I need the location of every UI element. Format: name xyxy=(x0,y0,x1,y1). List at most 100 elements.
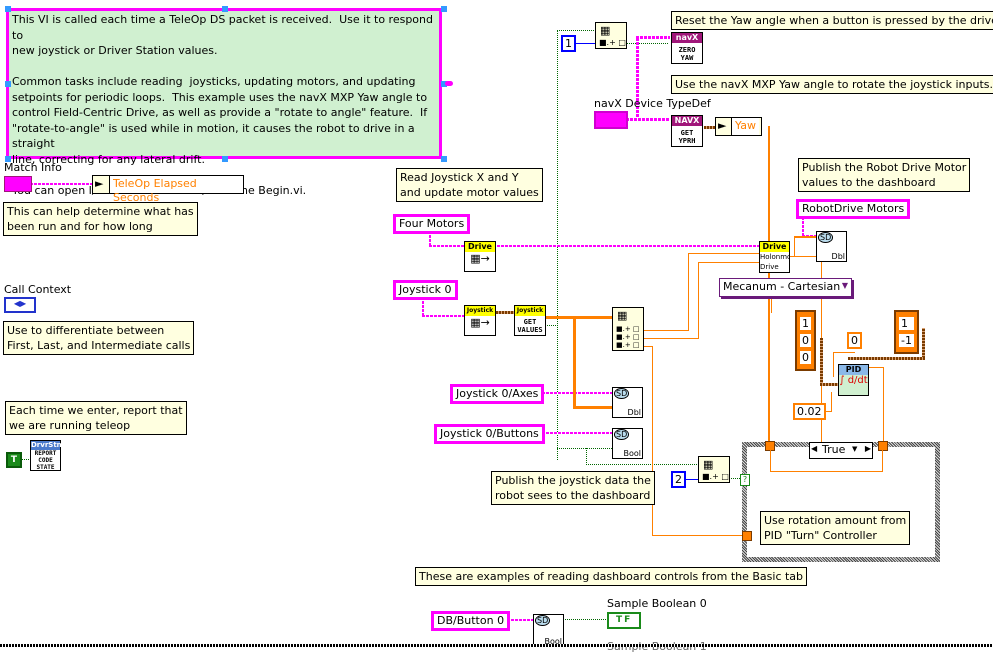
note-publish-motors[interactable]: Publish the Robot Drive Motor values to … xyxy=(798,158,971,192)
holonomic-drive-vi[interactable]: Drive Holonmc Drive xyxy=(759,241,790,273)
note-call-context[interactable]: Use to differentiate between First, Last… xyxy=(3,321,195,355)
dbl-wire xyxy=(698,262,699,339)
vi-body: Holonmc Drive xyxy=(760,253,789,271)
note-report-teleop[interactable]: Each time we enter, report that we are r… xyxy=(5,401,187,435)
structure-border xyxy=(0,644,993,647)
note-reset-yaw[interactable]: Reset the Yaw angle when a button is pre… xyxy=(671,11,993,30)
unbundle-yaw[interactable]: ► Yaw xyxy=(715,117,762,136)
sample-boolean-0-label: Sample Boolean 0 xyxy=(607,597,707,610)
pid-gain-d[interactable]: 0 xyxy=(799,350,812,365)
joystick-refnum-get-vi[interactable]: Joystick ▦→ xyxy=(464,305,496,336)
dropdown-arrow-icon[interactable]: ▼ xyxy=(841,281,848,290)
case-internal-wire xyxy=(882,450,883,472)
navx-typedef-terminal-icon[interactable] xyxy=(594,111,628,129)
boolean-wire xyxy=(627,43,669,44)
db-button-constant[interactable]: DB/Button 0 xyxy=(431,611,511,631)
true-constant[interactable]: T xyxy=(6,452,22,468)
dbl-wire xyxy=(652,346,653,536)
index-terminal: ■.+ □■.+ □■.+ □ xyxy=(616,325,640,349)
case-next-icon[interactable]: ▶ xyxy=(864,444,871,453)
robotdrive-motors-constant[interactable]: RobotDrive Motors xyxy=(796,199,911,219)
vi-body: ZERO YAW xyxy=(678,46,696,62)
call-context-terminal-icon[interactable]: ◀▶ xyxy=(4,297,36,313)
index-array-buttons[interactable]: ▦ ■.+ □ xyxy=(698,456,730,483)
sd-write-bool-buttons[interactable]: SD Bool xyxy=(612,428,643,459)
dbl-wire xyxy=(652,535,742,536)
note-rotate-joystick[interactable]: Use the navX MXP Yaw angle to rotate the… xyxy=(671,75,993,94)
joystick-axes-constant[interactable]: Joystick 0/Axes xyxy=(450,384,545,404)
comment-anchor-icon[interactable] xyxy=(445,81,453,86)
pid-icon: ∫ d/dt xyxy=(839,375,868,386)
refnum-wire xyxy=(636,37,639,121)
pid-output-range-constant[interactable]: 1 -1 xyxy=(894,310,919,354)
resize-handle[interactable] xyxy=(441,81,447,87)
case-prev-icon[interactable]: ◀ xyxy=(811,444,818,453)
drive-refnum-get-vi[interactable]: Drive ▦→ xyxy=(464,241,496,272)
note-publish-joystick[interactable]: Publish the joystick data the robot sees… xyxy=(491,471,655,505)
unbundle-arrow-icon: ► xyxy=(718,119,727,132)
pid-dt-constant[interactable]: 0.02 xyxy=(793,403,826,420)
dbl-wire xyxy=(644,346,653,347)
report-code-state-vi[interactable]: DrvrStn REPORT CODE STATE xyxy=(30,440,62,471)
pid-setpoint-constant[interactable]: 0 xyxy=(847,332,862,349)
vi-description-comment[interactable]: This VI is called each time a TeleOp DS … xyxy=(6,8,442,197)
dbl-wire xyxy=(794,237,795,257)
array-icon: ▦ xyxy=(617,309,628,322)
pid-gain-i[interactable]: 0 xyxy=(799,333,812,348)
drive-mode-value: Mecanum - Cartesian xyxy=(723,280,841,293)
resize-handle[interactable] xyxy=(5,81,11,87)
index-array-node[interactable]: ▦ ■.+ □ xyxy=(595,22,627,49)
sd-write-dbl-axes[interactable]: SD Dbl xyxy=(612,387,643,418)
sample-boolean-0-indicator[interactable]: TF xyxy=(607,612,641,629)
index-constant-1[interactable]: 1 xyxy=(561,35,576,52)
case-dropdown-icon[interactable]: ▼ xyxy=(852,445,858,453)
four-motors-constant[interactable]: Four Motors xyxy=(393,214,471,234)
resize-handle[interactable] xyxy=(441,6,447,12)
sd-read-bool-vi[interactable]: SD Bool xyxy=(533,614,564,647)
vi-body: GET YPRH xyxy=(678,129,696,145)
refnum-wire xyxy=(429,245,764,247)
index-constant-2[interactable]: 2 xyxy=(671,471,686,488)
note-run-time[interactable]: This can help determine what has been ru… xyxy=(3,202,198,236)
refnum-wire xyxy=(507,619,533,621)
yaw-element[interactable]: Yaw xyxy=(731,118,759,135)
note-dashboard-examples[interactable]: These are examples of reading dashboard … xyxy=(415,567,808,586)
vi-header: DrvrStn xyxy=(31,441,62,450)
pid-range-high[interactable]: 1 xyxy=(898,316,915,331)
navx-get-yprh-vi[interactable]: NAVX GET YPRH xyxy=(671,115,703,147)
case-selector[interactable]: ◀ True ▼ ▶ xyxy=(809,442,873,459)
sd-icon: SD xyxy=(614,429,630,440)
joystick-buttons-constant[interactable]: Joystick 0/Buttons xyxy=(434,424,545,444)
sd-write-dbl-motors[interactable]: SD Dbl xyxy=(816,231,847,262)
boolean-wire xyxy=(557,448,613,449)
resize-handle[interactable] xyxy=(5,6,11,12)
rotation-tunnel xyxy=(742,531,752,541)
array-wire xyxy=(573,316,576,408)
vi-header: PID xyxy=(839,365,868,375)
resize-handle[interactable] xyxy=(5,156,11,162)
pid-vi[interactable]: PID ∫ d/dt xyxy=(838,364,869,396)
case-selector-terminal[interactable]: ? xyxy=(740,474,750,486)
joystick-get-values-vi[interactable]: Joystick GET VALUES xyxy=(514,305,546,336)
resize-handle[interactable] xyxy=(222,6,228,12)
array-wire xyxy=(573,406,613,409)
joystick-0-constant[interactable]: Joystick 0 xyxy=(393,280,458,300)
resize-handle[interactable] xyxy=(441,156,447,162)
navx-zero-yaw-vi[interactable]: navX ZERO YAW xyxy=(671,32,703,64)
note-read-joystick[interactable]: Read Joystick X and Y and update motor v… xyxy=(396,168,543,202)
index-array-axes[interactable]: ▦ ■.+ □■.+ □■.+ □ xyxy=(612,307,644,351)
refnum-wire xyxy=(538,432,612,434)
resize-handle[interactable] xyxy=(222,156,228,162)
note-rotation-amount[interactable]: Use rotation amount from PID "Turn" Cont… xyxy=(760,511,911,545)
match-info-terminal-icon[interactable] xyxy=(4,176,32,192)
vi-header: Joystick xyxy=(515,306,545,316)
dbl-wire xyxy=(883,367,884,447)
array-icon: ▦ xyxy=(703,458,714,471)
teleop-elapsed-seconds[interactable]: TeleOp Elapsed Seconds xyxy=(109,176,243,204)
pid-gain-p[interactable]: 1 xyxy=(799,316,812,331)
unbundle-by-name[interactable]: ► TeleOp Elapsed Seconds xyxy=(92,175,244,204)
pid-range-low[interactable]: -1 xyxy=(898,333,915,348)
pid-gains-constant[interactable]: 1 0 0 xyxy=(795,310,816,371)
cluster-wire xyxy=(496,311,514,314)
drive-mode-enum[interactable]: Mecanum - Cartesian ▼ xyxy=(719,278,852,297)
